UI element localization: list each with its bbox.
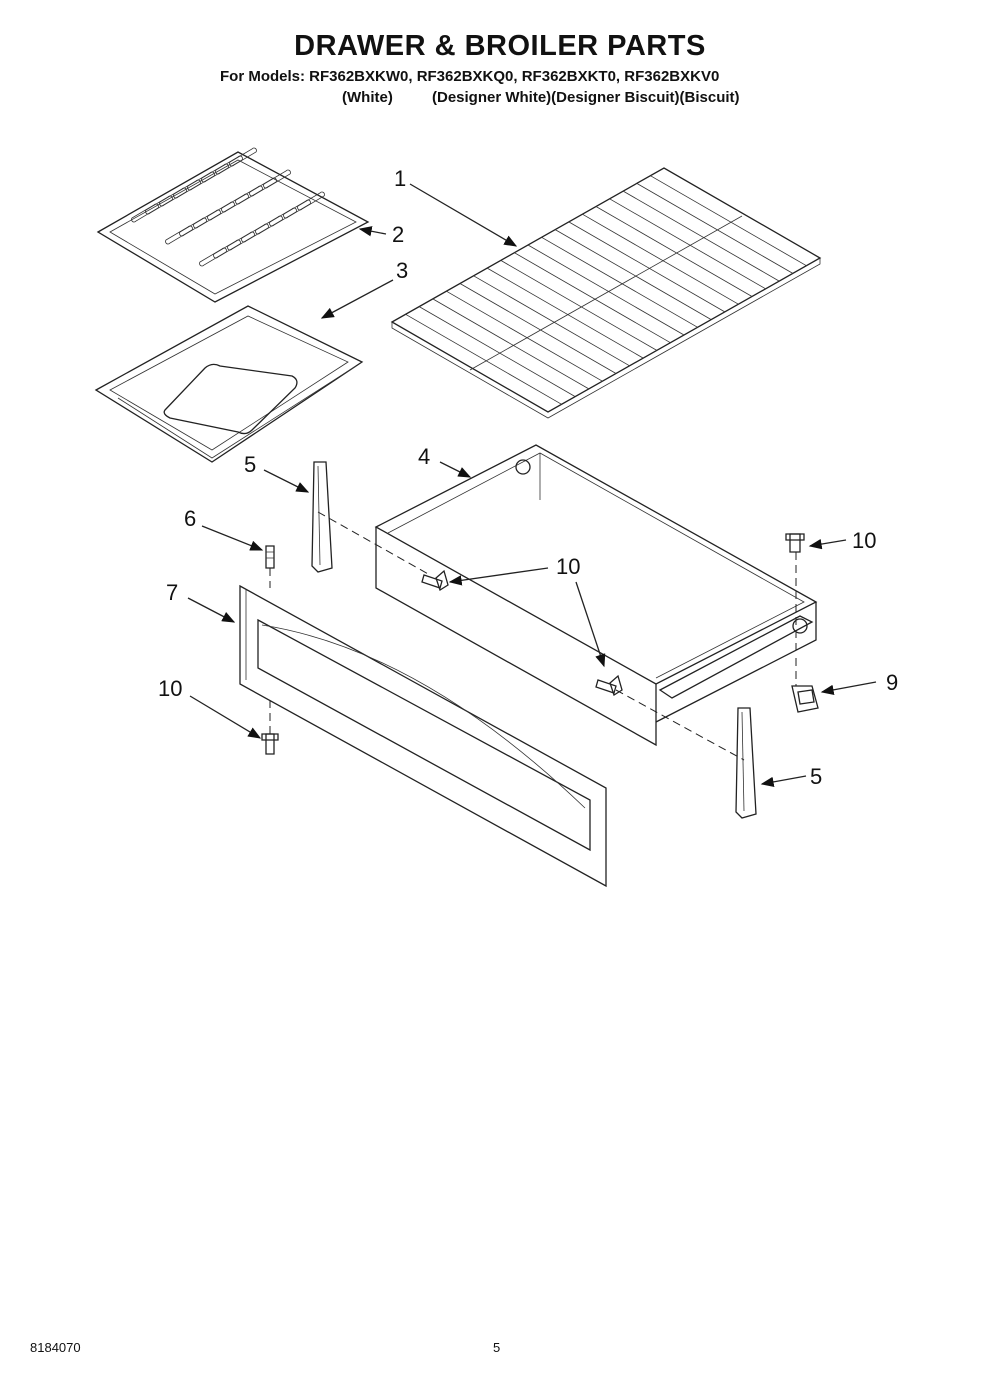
grid-slot [165,225,193,245]
rack-bar [487,267,644,359]
page-number: 5 [493,1340,501,1355]
callout-9: 9 [886,670,898,695]
rack-bar [623,190,780,282]
grid-slot [263,169,291,189]
grid-slot [179,217,207,237]
screw-panel-bottom [261,733,279,755]
screw-drawer-rear [785,533,805,553]
drawer-front-panel [239,584,607,888]
drawer-slide-right [735,707,757,819]
grid-slot [283,199,311,219]
grid-slot [269,207,297,227]
rack-bar [595,206,753,297]
callout-10-middle: 10 [556,554,580,579]
callout-4: 4 [418,444,430,469]
stud-part [265,545,275,569]
broiler-grid [96,147,370,303]
rack-bar [432,298,589,390]
callout-5-upper: 5 [244,452,256,477]
grid-slot [235,185,263,205]
rack-bar [609,198,766,290]
callout-3: 3 [396,258,408,283]
rack-bar [514,252,671,344]
drawer-bracket [791,685,819,713]
variant-designer: (Designer White)(Designer Biscuit)(Biscu… [432,89,740,106]
grid-slot [227,231,255,251]
grid-slot [249,177,277,197]
grid-slot [241,223,269,243]
rack-bar [568,221,725,313]
rack-bar [473,275,630,367]
rack-bar [405,313,562,405]
variant-white: (White) [342,89,393,106]
grid-slot [221,193,249,213]
rack-bar [541,236,698,328]
rack-bar [459,283,617,374]
grid-slot [193,209,221,229]
grid-slot [213,239,241,259]
rack-bar [650,175,807,267]
rack-bar [500,260,657,351]
rack-bar [527,244,685,336]
grid-slot [255,215,283,235]
callout-7: 7 [166,580,178,605]
screw-drawer-side [421,569,449,591]
callout-6: 6 [184,506,196,531]
callout-10-left: 10 [158,676,182,701]
broiler-pan [94,305,364,463]
rack-bar [446,290,603,382]
model-variants: (White) (Designer White)(Designer Biscui… [220,89,740,140]
models-line: For Models: RF362BXKW0, RF362BXKQ0, RF36… [220,68,720,85]
oven-rack [390,167,822,419]
grid-slot [199,247,227,267]
grid-slot [229,147,257,167]
callout-2: 2 [392,222,404,247]
page-title: DRAWER & BROILER PARTS [294,30,706,62]
drawer-slide-left [311,461,333,573]
grid-slot [297,191,325,211]
drawer-box [374,444,818,747]
callout-10-right: 10 [852,528,876,553]
callout-1: 1 [394,166,406,191]
document-number: 8184070 [30,1340,81,1355]
callout-5-lower: 5 [810,764,822,789]
screw-drawer-front [595,674,623,696]
rack-bar [582,213,739,305]
rack-bar [555,229,712,320]
rack-bar [636,183,793,274]
grid-slot [207,201,235,221]
rack-bar [419,306,576,397]
